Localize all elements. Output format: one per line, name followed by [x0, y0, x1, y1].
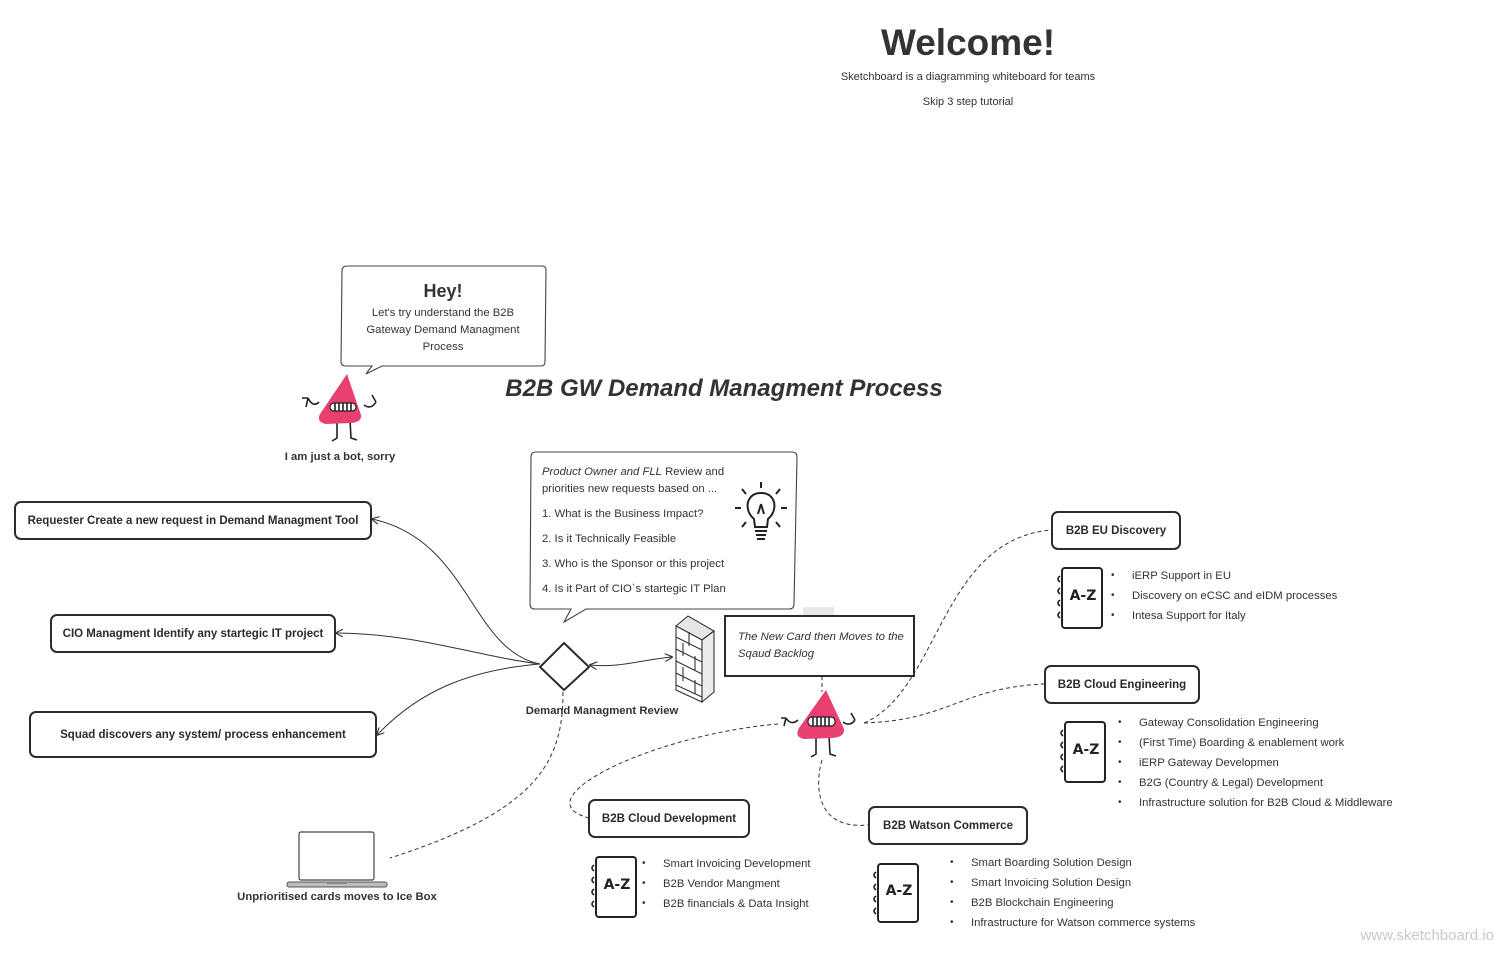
diagram-title: B2B GW Demand Managment Process	[505, 375, 943, 402]
icebox-label: Unprioritised cards moves to Ice Box	[237, 891, 437, 903]
laptop-icon	[286, 831, 388, 888]
welcome-subtitle: Sketchboard is a diagramming whiteboard …	[840, 71, 1096, 83]
list-item: Smart Boarding Solution Design	[947, 853, 1195, 873]
watermark: www.sketchboard.io	[1360, 927, 1494, 944]
bot-character-2	[781, 690, 856, 758]
list-item: Intesa Support for Italy	[1108, 606, 1337, 626]
squad-list-watson-commerce: Smart Boarding Solution Design Smart Inv…	[947, 853, 1195, 933]
lightbulb-icon	[735, 482, 787, 540]
skip-tutorial-link[interactable]: Skip 3 step tutorial	[922, 96, 1014, 108]
squad-list-cloud-development: Smart Invoicing Development B2B Vendor M…	[639, 854, 811, 914]
list-item: Gateway Consolidation Engineering	[1115, 713, 1393, 733]
list-item: Infrastructure for Watson commerce syste…	[947, 913, 1195, 933]
bot-caption: I am just a bot, sorry	[284, 451, 396, 463]
book-icon: A-Z	[591, 856, 637, 918]
list-item: Infrastructure solution for B2B Cloud & …	[1115, 793, 1393, 813]
squad-box-cloud-development[interactable]: B2B Cloud Development	[588, 799, 750, 838]
bot-character-1	[302, 374, 377, 442]
firewall-icon	[675, 615, 715, 704]
review-question: 4. Is it Part of CIO`s startegic IT Plan	[542, 583, 726, 595]
book-icon-text: A-Z	[1073, 742, 1100, 758]
dashed-cloud-eng	[863, 683, 1045, 724]
book-icon: A-Z	[1057, 567, 1103, 629]
list-item: B2B financials & Data Insight	[639, 894, 811, 914]
list-item: B2G (Country & Legal) Development	[1115, 773, 1393, 793]
squad-box-eu-discovery[interactable]: B2B EU Discovery	[1051, 511, 1181, 550]
dashed-watson	[818, 759, 869, 826]
list-item: B2B Vendor Mangment	[639, 874, 811, 894]
input-box-cio[interactable]: CIO Managment Identify any startegic IT …	[50, 614, 336, 653]
review-diamond	[538, 641, 591, 692]
book-icon-text: A-Z	[604, 877, 631, 893]
dashed-eu	[863, 529, 1052, 724]
bubble-text: Let's try understand the B2B Gateway Dem…	[366, 307, 520, 353]
list-item: iERP Gateway Developmen	[1115, 753, 1393, 773]
review-question: 2. Is it Technically Feasible	[542, 533, 677, 545]
list-item: Smart Invoicing Solution Design	[947, 873, 1195, 893]
list-item: (First Time) Boarding & enablement work	[1115, 733, 1393, 753]
dashed-icebox	[389, 691, 564, 859]
welcome-title: Welcome!	[880, 22, 1056, 63]
book-icon: A-Z	[873, 863, 919, 923]
connector-firewall	[590, 657, 672, 666]
review-note-intro-italic: Product Owner and FLL	[542, 466, 662, 478]
squad-box-cloud-engineering[interactable]: B2B Cloud Engineering	[1044, 665, 1200, 704]
squad-box-watson-commerce[interactable]: B2B Watson Commerce	[868, 806, 1028, 845]
connector-requester	[372, 519, 541, 665]
list-item: Smart Invoicing Development	[639, 854, 811, 874]
review-note-intro-rest: Review and priorities new requests based…	[542, 466, 725, 495]
book-icon: A-Z	[1060, 721, 1106, 783]
review-question: 1. What is the Business Impact?	[542, 508, 704, 520]
review-label: Demand Managment Review	[525, 705, 679, 717]
backlog-note-text: The New Card then Moves to the Sqaud Bac…	[738, 631, 904, 660]
bubble-title: Hey!	[423, 281, 463, 301]
list-item: Discovery on eCSC and eIDM processes	[1108, 586, 1337, 606]
list-item: B2B Blockchain Engineering	[947, 893, 1195, 913]
squad-list-cloud-engineering: Gateway Consolidation Engineering (First…	[1115, 713, 1393, 813]
review-question: 3. Who is the Sponsor or this project	[542, 558, 725, 570]
input-box-requester[interactable]: Requester Create a new request in Demand…	[14, 501, 372, 540]
book-icon-text: A-Z	[1070, 588, 1097, 604]
dashed-cloud-dev	[569, 723, 779, 819]
review-note-intro: Product Owner and FLL Review and priorit…	[542, 464, 738, 498]
speech-bubble-shape	[340, 265, 547, 375]
connector-squad	[377, 663, 541, 735]
input-box-squad[interactable]: Squad discovers any system/ process enha…	[29, 711, 377, 758]
squad-list-eu-discovery: iERP Support in EU Discovery on eCSC and…	[1108, 566, 1337, 626]
backlog-note[interactable]: The New Card then Moves to the Sqaud Bac…	[724, 615, 915, 677]
list-item: iERP Support in EU	[1108, 566, 1337, 586]
connector-cio	[336, 633, 541, 665]
book-icon-text: A-Z	[886, 883, 913, 899]
review-note-shape	[529, 451, 798, 624]
